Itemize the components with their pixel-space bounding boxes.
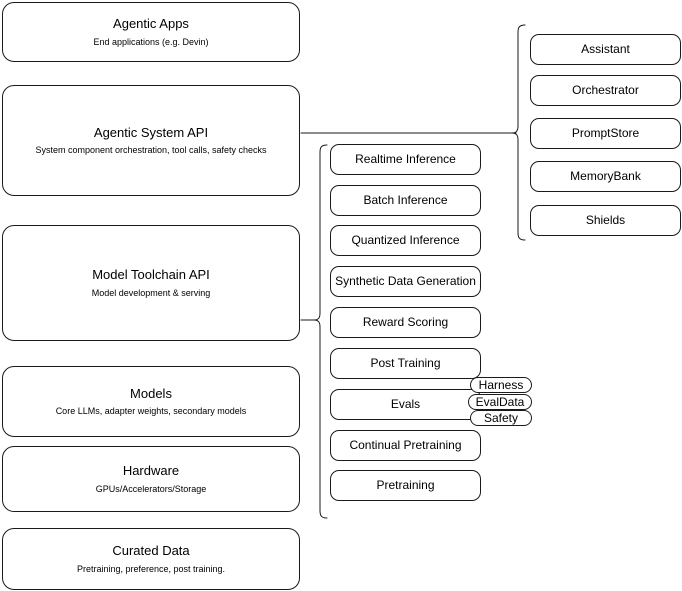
capability-synthetic-data-generation[interactable]: Synthetic Data Generation [330, 266, 481, 297]
layer-model-toolchain-api[interactable]: Model Toolchain API Model development & … [2, 225, 300, 341]
layer-subtitle: Pretraining, preference, post training. [76, 563, 226, 574]
component-memorybank[interactable]: MemoryBank [530, 161, 681, 192]
capability-quantized-inference[interactable]: Quantized Inference [330, 225, 481, 256]
capability-reward-scoring[interactable]: Reward Scoring [330, 307, 481, 338]
layer-subtitle: System component orchestration, tool cal… [35, 145, 267, 155]
eval-tag-label: Harness [478, 378, 524, 392]
component-label: PromptStore [571, 126, 640, 140]
capability-label: Quantized Inference [351, 233, 460, 247]
capability-label: Batch Inference [363, 193, 448, 207]
right-brace [511, 24, 526, 241]
capability-label: Synthetic Data Generation [335, 274, 476, 288]
component-label: MemoryBank [570, 169, 641, 183]
capability-label: Realtime Inference [355, 152, 456, 166]
capability-batch-inference[interactable]: Batch Inference [330, 185, 481, 216]
component-promptstore[interactable]: PromptStore [530, 118, 681, 149]
capability-label: Evals [390, 397, 421, 411]
capability-label: Reward Scoring [362, 315, 449, 329]
eval-tag-harness[interactable]: Harness [470, 377, 532, 393]
layer-subtitle: Core LLMs, adapter weights, secondary mo… [55, 406, 247, 416]
layer-title: Hardware [122, 463, 180, 479]
layer-agentic-apps[interactable]: Agentic Apps End applications (e.g. Devi… [2, 2, 300, 62]
capability-realtime-inference[interactable]: Realtime Inference [330, 144, 481, 175]
middle-brace [313, 144, 328, 519]
component-orchestrator[interactable]: Orchestrator [530, 75, 681, 106]
layer-subtitle: Model development & serving [91, 287, 211, 298]
layer-title: Curated Data [112, 543, 190, 559]
layer-title: Models [130, 385, 172, 401]
component-label: Orchestrator [572, 83, 639, 97]
eval-tag-label: Safety [483, 411, 519, 425]
capability-label: Post Training [370, 356, 441, 370]
layer-agentic-system-api[interactable]: Agentic System API System component orch… [2, 85, 300, 196]
capability-pretraining[interactable]: Pretraining [330, 470, 481, 501]
component-assistant[interactable]: Assistant [530, 34, 681, 65]
capability-evals[interactable]: Evals [330, 389, 481, 420]
layer-title: Agentic System API [93, 124, 209, 140]
layer-subtitle: End applications (e.g. Devin) [93, 36, 209, 47]
capability-post-training[interactable]: Post Training [330, 348, 481, 379]
layer-curated-data[interactable]: Curated Data Pretraining, preference, po… [2, 528, 300, 590]
component-label: Assistant [581, 42, 630, 56]
eval-tag-label: EvalData [475, 395, 525, 409]
capability-label: Continual Pretraining [349, 438, 462, 452]
eval-tag-safety[interactable]: Safety [470, 410, 532, 426]
component-label: Shields [585, 213, 626, 227]
capability-label: Pretraining [376, 478, 435, 492]
eval-tag-evaldata[interactable]: EvalData [468, 394, 532, 410]
component-shields[interactable]: Shields [530, 205, 681, 236]
layer-subtitle: GPUs/Accelerators/Storage [95, 483, 207, 494]
capability-continual-pretraining[interactable]: Continual Pretraining [330, 430, 481, 461]
layer-title: Agentic Apps [113, 16, 189, 32]
layer-hardware[interactable]: Hardware GPUs/Accelerators/Storage [2, 446, 300, 512]
layer-models[interactable]: Models Core LLMs, adapter weights, secon… [2, 366, 300, 437]
layer-title: Model Toolchain API [92, 267, 210, 283]
